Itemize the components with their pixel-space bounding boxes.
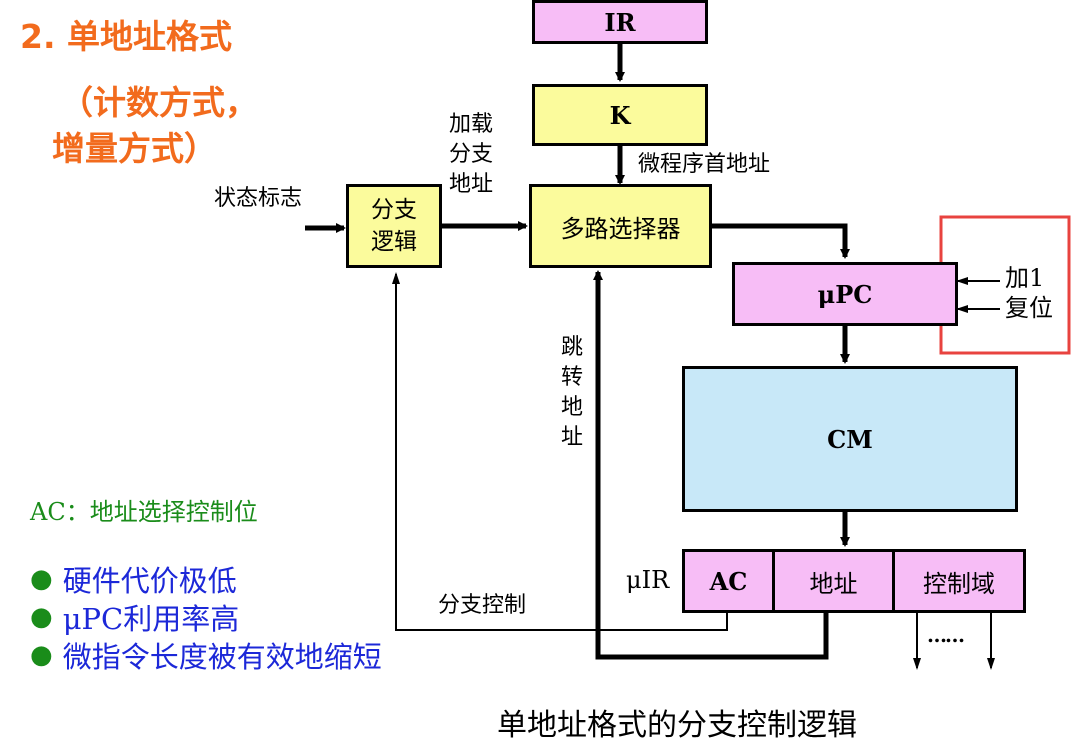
uir-label: μIR <box>626 566 670 594</box>
multiplexer-box: 多路选择器 <box>529 184 712 268</box>
bullet-icon: ● <box>30 564 53 594</box>
jump-address-label: 跳 转 地 址 <box>560 335 583 450</box>
list-item: ● μPC利用率高 <box>30 602 240 636</box>
reset-label: 复位 <box>1005 294 1053 322</box>
ellipsis-label: …… <box>927 623 965 647</box>
branch-logic-box: 分支 逻辑 <box>346 184 442 268</box>
uir-ac-field: AC <box>682 549 775 613</box>
upc-box: μPC <box>732 262 958 326</box>
list-item: ● 硬件代价极低 <box>30 564 237 598</box>
branch-logic-line2: 逻辑 <box>371 229 417 255</box>
uir-control-field: 控制域 <box>892 549 1026 613</box>
ac-description: AC：地址选择控制位 <box>30 498 258 526</box>
benefit-list: ● 硬件代价极低 ● μPC利用率高 ● 微指令长度被有效地缩短 <box>30 560 382 674</box>
arrow-mux-to-upc <box>712 223 850 259</box>
arrow-jump-address <box>593 270 829 660</box>
status-flag-label: 状态标志 <box>214 186 303 211</box>
cm-box: CM <box>682 366 1018 512</box>
page-title: 2. 单地址格式 <box>20 17 232 56</box>
k-box: K <box>532 84 708 146</box>
page-subtitle-2: 增量方式） <box>52 129 217 168</box>
branch-logic-line1: 分支 <box>371 197 417 223</box>
branch-control-label: 分支控制 <box>438 593 527 618</box>
bullet-icon: ● <box>30 602 53 632</box>
uir-address-field: 地址 <box>772 549 895 613</box>
load-branch-address-label: 加载 分支 地址 <box>449 112 494 197</box>
micro-program-first-address-label: 微程序首地址 <box>638 152 771 177</box>
ir-box: IR <box>532 0 708 44</box>
page-subtitle-1: （计数方式， <box>60 83 258 122</box>
plus-one-label: 加1 <box>1005 264 1045 292</box>
figure-caption: 单地址格式的分支控制逻辑 <box>497 708 857 743</box>
bullet-icon: ● <box>30 640 53 670</box>
arrow-branch-control <box>392 272 728 631</box>
list-item: ● 微指令长度被有效地缩短 <box>30 640 382 674</box>
